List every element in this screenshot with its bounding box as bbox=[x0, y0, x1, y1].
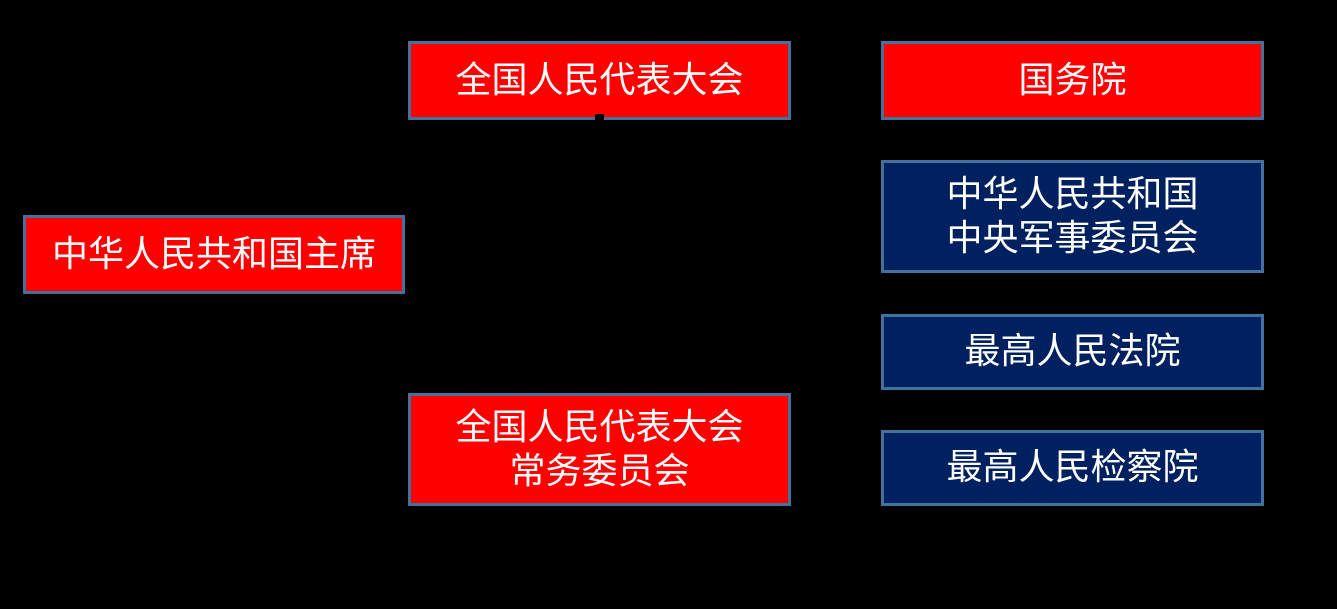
node-label-line: 常务委员会 bbox=[509, 450, 690, 492]
node-label-line: 全国人民代表大会 bbox=[455, 406, 744, 448]
node-label-line: 中华人民共和国主席 bbox=[51, 233, 376, 275]
node-label-line: 最高人民法院 bbox=[964, 331, 1181, 373]
node-label-line: 最高人民检察院 bbox=[946, 447, 1199, 489]
node-president: 中华人民共和国主席 bbox=[23, 215, 405, 294]
connector-arrow-tip-artifact bbox=[595, 114, 604, 121]
node-national-peoples-congress: 全国人民代表大会 bbox=[408, 41, 791, 120]
node-supreme-peoples-court: 最高人民法院 bbox=[881, 314, 1264, 390]
node-label-line: 中央军事委员会 bbox=[946, 217, 1199, 259]
node-central-military-commission: 中华人民共和国 中央军事委员会 bbox=[881, 160, 1264, 273]
node-label-line: 全国人民代表大会 bbox=[455, 59, 744, 101]
node-supreme-peoples-procuratorate: 最高人民检察院 bbox=[881, 430, 1264, 506]
node-npc-standing-committee: 全国人民代表大会 常务委员会 bbox=[408, 393, 791, 506]
node-state-council: 国务院 bbox=[881, 41, 1264, 120]
node-label-line: 国务院 bbox=[1018, 59, 1127, 101]
node-label-line: 中华人民共和国 bbox=[946, 173, 1199, 215]
